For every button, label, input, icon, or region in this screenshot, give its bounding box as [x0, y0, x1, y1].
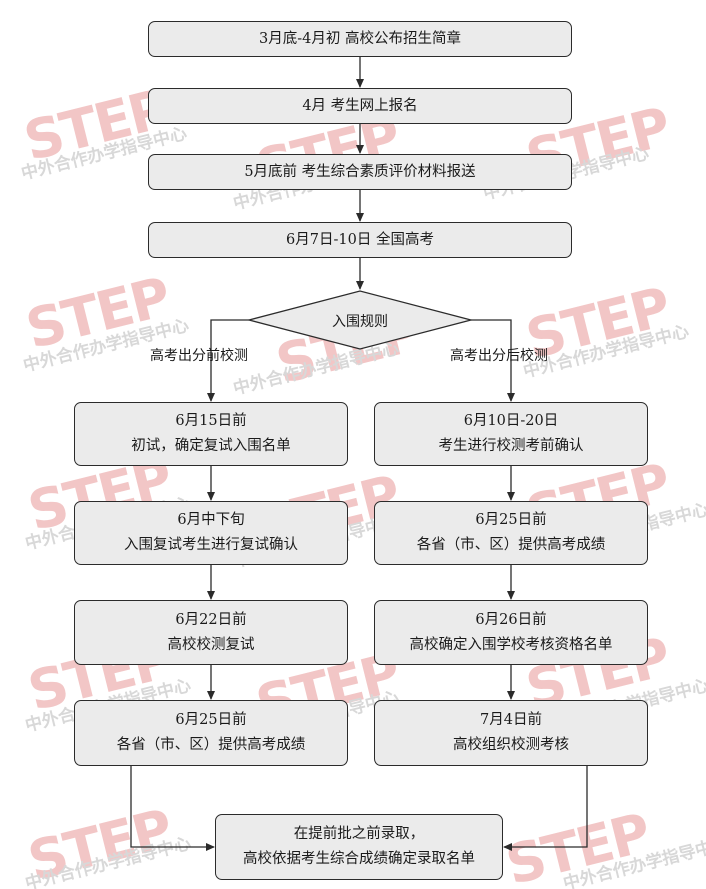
- step-announce-brochure: 3月底-4月初 高校公布招生简章: [148, 21, 572, 57]
- left-step-1: 6月15日前 初试，确定复试入围名单: [74, 402, 348, 466]
- left-branch-label: 高考出分前校测: [150, 348, 248, 364]
- right-step-2: 6月25日前 各省（市、区）提供高考成绩: [374, 501, 648, 565]
- final-admission-line1: 在提前批之前录取，: [293, 826, 425, 843]
- arrow-left4-final: [130, 766, 215, 851]
- right-step-1-desc: 考生进行校测考前确认: [438, 438, 584, 454]
- left-step-2-desc: 入围复试考生进行复试确认: [124, 537, 298, 553]
- left-step-3: 6月22日前 高校校测复试: [74, 600, 348, 665]
- arrow-decision-left: [207, 319, 249, 402]
- step-submit-evaluation: 5月底前 考生综合素质评价材料报送: [148, 154, 572, 190]
- step-online-registration-text: 4月 考生网上报名: [302, 97, 418, 114]
- left-step-4: 6月25日前 各省（市、区）提供高考成绩: [74, 700, 348, 766]
- right-step-4-desc: 高校组织校测考核: [453, 737, 569, 753]
- right-step-1-date: 6月10日-20日: [463, 413, 559, 430]
- decision-diamond: [246, 290, 474, 350]
- decision-label: 入围规则: [332, 314, 388, 330]
- right-step-3-date: 6月26日前: [475, 611, 547, 628]
- step-gaokao-text: 6月7日-10日 全国高考: [286, 231, 434, 248]
- right-step-2-desc: 各省（市、区）提供高考成绩: [416, 537, 606, 553]
- final-admission-line2: 高校依据考生综合成绩确定录取名单: [243, 851, 475, 867]
- left-step-1-desc: 初试，确定复试入围名单: [131, 438, 291, 454]
- left-step-3-date: 6月22日前: [175, 611, 247, 628]
- left-step-2: 6月中下旬 入围复试考生进行复试确认: [74, 501, 348, 565]
- left-step-3-desc: 高校校测复试: [167, 636, 255, 653]
- step-announce-brochure-text: 3月底-4月初 高校公布招生简章: [259, 30, 461, 47]
- left-step-4-date: 6月25日前: [175, 712, 247, 729]
- right-step-3: 6月26日前 高校确定入围学校考核资格名单: [374, 600, 648, 665]
- final-admission: 在提前批之前录取， 高校依据考生综合成绩确定录取名单: [215, 814, 503, 880]
- right-step-4-date: 7月4日前: [480, 712, 542, 729]
- step-submit-evaluation-text: 5月底前 考生综合素质评价材料报送: [244, 163, 476, 180]
- right-branch-label: 高考出分后校测: [450, 348, 548, 364]
- left-step-4-desc: 各省（市、区）提供高考成绩: [116, 737, 306, 753]
- left-step-2-date: 6月中下旬: [177, 512, 245, 529]
- arrow-decision-right: [471, 319, 515, 402]
- step-online-registration: 4月 考生网上报名: [148, 88, 572, 124]
- right-step-4: 7月4日前 高校组织校测考核: [374, 700, 648, 766]
- right-step-3-desc: 高校确定入围学校考核资格名单: [409, 636, 613, 653]
- arrow-right4-final: [503, 766, 588, 851]
- left-step-1-date: 6月15日前: [175, 413, 247, 430]
- right-step-1: 6月10日-20日 考生进行校测考前确认: [374, 402, 648, 466]
- step-gaokao: 6月7日-10日 全国高考: [148, 222, 572, 258]
- right-step-2-date: 6月25日前: [475, 512, 547, 529]
